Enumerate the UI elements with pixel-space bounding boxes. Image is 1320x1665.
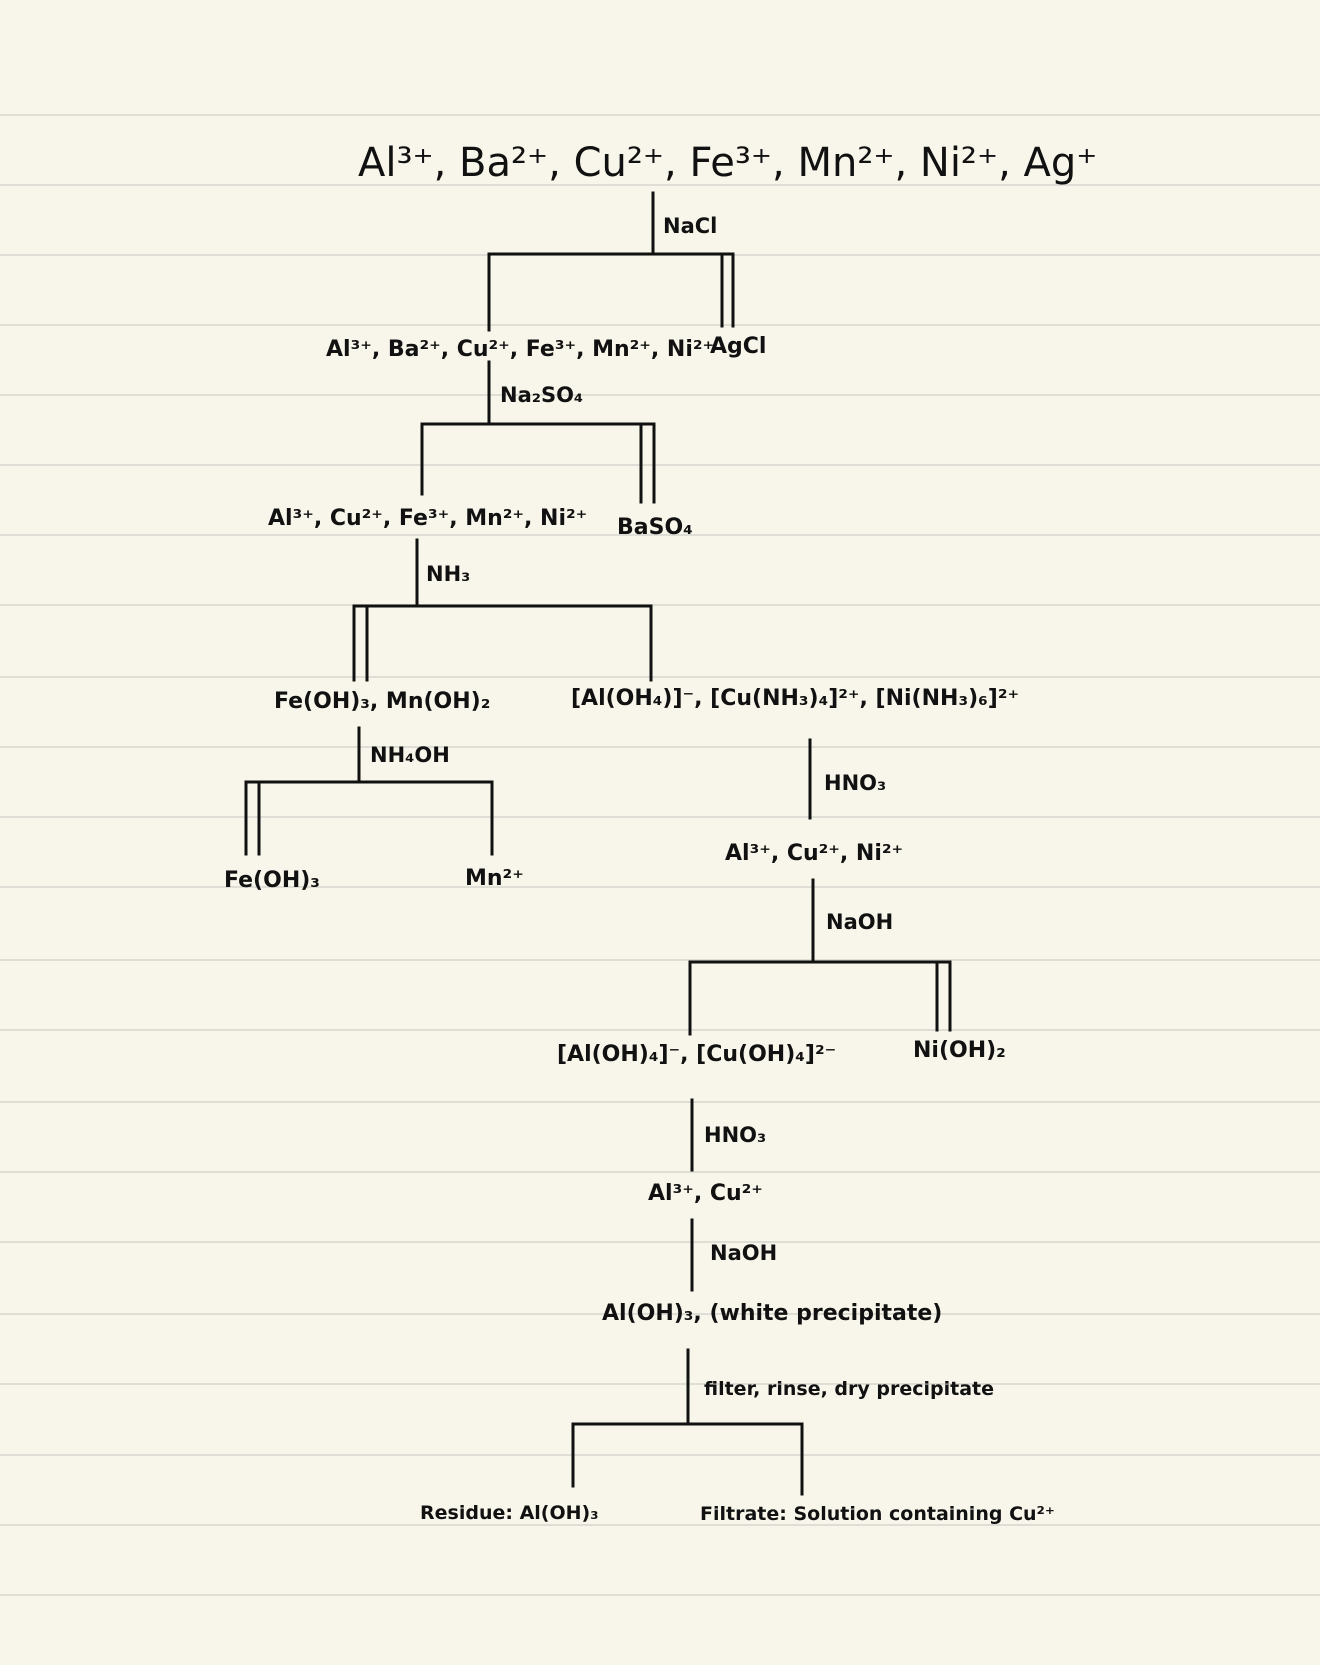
node-after-na2so4: Al³⁺, Cu²⁺, Fe³⁺, Mn²⁺, Ni²⁺ [268,506,588,531]
reagent-naoh-1: NaOH [826,910,894,934]
precipitate-baso4: BaSO₄ [617,515,693,540]
precipitate-feoh3: Fe(OH)₃ [224,868,320,893]
precipitate-nioh2: Ni(OH)₂ [913,1038,1006,1063]
reagent-hno3-1: HNO₃ [824,771,887,795]
node-after-hno3-1: Al³⁺, Cu²⁺, Ni²⁺ [725,841,904,866]
node-after-hno3-2: Al³⁺, Cu²⁺ [648,1181,763,1206]
precipitate-aloh3-white: Al(OH)₃, (white precipitate) [602,1301,943,1326]
reagent-filter-step: filter, rinse, dry precipitate [704,1378,995,1400]
node-after-nacl: Al³⁺, Ba²⁺, Cu²⁺, Fe³⁺, Mn²⁺, Ni²⁺ [326,337,715,362]
reagent-nacl: NaCl [663,214,718,238]
reagent-naoh-2: NaOH [710,1241,778,1265]
node-mn2: Mn²⁺ [465,866,524,891]
reagent-hno3-2: HNO₃ [704,1123,767,1147]
node-filtrate: Filtrate: Solution containing Cu²⁺ [700,1503,1055,1525]
precipitate-fe-mn-hydroxides: Fe(OH)₃, Mn(OH)₂ [274,689,491,714]
precipitate-agcl: AgCl [710,334,767,359]
reagent-nh4oh: NH₄OH [370,743,450,767]
reagent-nh3: NH₃ [426,562,471,586]
reagent-na2so4: Na₂SO₄ [500,383,584,407]
node-complex-ions: [Al(OH₄)]⁻, [Cu(NH₃)₄]²⁺, [Ni(NH₃)₆]²⁺ [571,686,1020,711]
node-al-cu-complexes: [Al(OH)₄]⁻, [Cu(OH)₄]²⁻ [557,1042,837,1067]
start-cations: Al³⁺, Ba²⁺, Cu²⁺, Fe³⁺, Mn²⁺, Ni²⁺, Ag⁺ [358,140,1098,186]
node-residue: Residue: Al(OH)₃ [420,1502,599,1524]
